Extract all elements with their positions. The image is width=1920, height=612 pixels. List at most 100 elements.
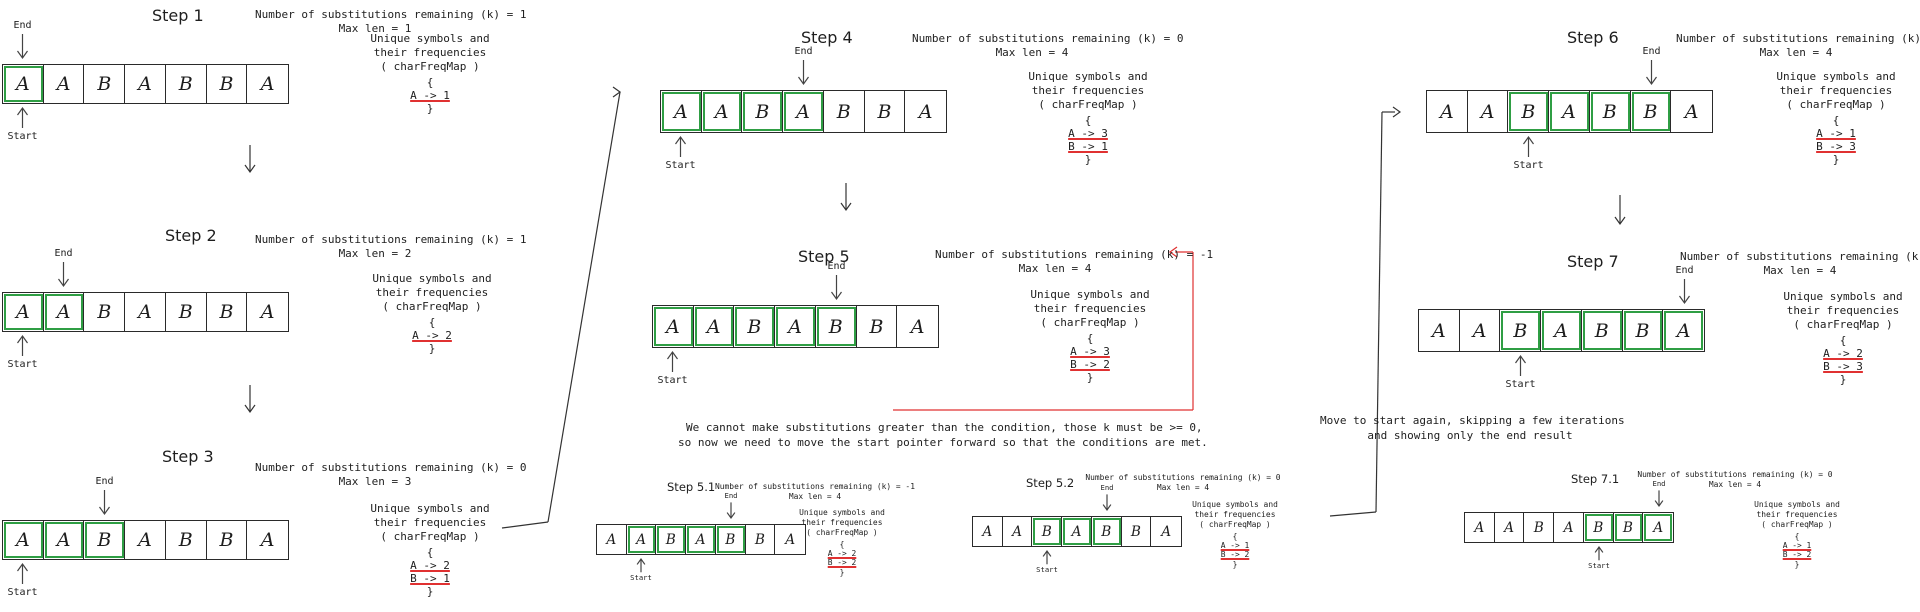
array-cell: A [1003,517,1033,546]
start-pointer-arrow-head [17,106,28,116]
step-title: Step 5.1 [667,480,716,494]
start-pointer-arrow-head [1515,354,1526,364]
array-cell: A [1554,513,1584,542]
array-cell: B [166,293,207,331]
array-cell: A [3,293,44,331]
array-cell: A [973,517,1003,546]
array-cell: B [1500,310,1542,351]
start-pointer-label: Start [1505,379,1536,390]
array-cell: B [1590,91,1631,132]
array-cell: A [1541,310,1582,351]
map-close-brace: } [1232,559,1238,569]
start-pointer-arrow-head [17,562,28,572]
substitutions-remaining-label: Number of substitutions remaining (k) = … [1085,473,1281,482]
array-cell: B [1524,513,1555,542]
start-pointer-arrow-head [17,334,28,344]
end-pointer-arrow-head [99,506,110,516]
char-freq-map-header: ( charFreqMap ) [1786,98,1886,111]
substitutions-remaining-label: Number of substitutions remaining (k) = … [1637,470,1833,479]
array-cell: A [3,65,44,103]
array-cell: A [686,525,716,554]
array-cell: A [653,306,694,347]
substitutions-remaining-label: Number of substitutions remaining (k) = … [255,461,527,474]
array-cell: A [1663,310,1704,351]
array-cell: A [918,100,933,123]
array-cell: A [597,525,627,554]
array-cell: B [1092,517,1122,546]
char-freq-map-header: their frequencies [373,516,487,529]
array-cell: A [125,293,166,331]
map-entry: B -> 2 [827,558,857,568]
array-cell: A [1161,523,1172,540]
char-freq-map-header: their frequencies [1031,84,1145,97]
array-cell: A [1468,91,1509,132]
step-title: Step 4 [801,28,853,47]
flow-arrow-2-3-head [244,404,256,414]
array-cell: A [785,531,796,548]
start-pointer-arrow-head [675,135,686,145]
map-close-brace: } [426,585,434,598]
char-freq-map-header: Unique symbols and [1776,70,1896,83]
step5-note-line2: so now we need to move the start pointer… [678,436,1208,449]
end-pointer-label: End [95,476,114,487]
char-freq-map-header: ( charFreqMap ) [1038,98,1138,111]
end-pointer-label: End [13,20,32,31]
flow-arrow-6-7-head [1614,216,1626,226]
max-len-label: Max len = 4 [1759,46,1833,59]
map-open-brace: { [428,316,436,329]
max-len-label: Max len = 1 [338,22,412,35]
map-entry: A -> 2 [1823,347,1863,360]
flow-arrow-52-6a [1329,511,1377,517]
flow-arrow-3-4-head [612,86,622,98]
substitutions-remaining-label: Number of substitutions remaining (k) = … [255,8,527,21]
end-pointer-label: End [1675,265,1694,276]
array-cell: A [1495,513,1525,542]
start-pointer-label: Start [1036,565,1058,575]
step-title: Step 3 [162,447,214,466]
start-pointer-label: Start [665,160,696,171]
char-freq-map-header: Unique symbols and [1028,70,1148,83]
start-pointer-label: Start [657,375,688,386]
array-cell: B [166,65,207,103]
array-cell: A [1684,100,1699,123]
feedback-arrow-head [1168,246,1178,258]
end-pointer-arrow-head [831,291,842,301]
start-pointer-arrow-head [636,557,646,565]
map-entry: B -> 2 [1070,358,1110,371]
max-len-label: Max len = 4 [1156,483,1210,493]
substitutions-remaining-label: Number of substitutions remaining (k) = … [935,248,1214,261]
step-title: Step 1 [152,6,204,25]
array-cell: A [1465,513,1495,542]
map-entry: A -> 1 [1782,541,1812,551]
array-cell: A [775,306,816,347]
array-cell: A [910,315,925,338]
start-pointer-arrow-head [1523,135,1534,145]
max-len-label: Max len = 4 [1763,264,1837,277]
char-freq-map-header: ( charFreqMap ) [380,530,480,543]
step7-note-line2: and showing only the end result [1367,429,1573,442]
end-pointer-arrow-head [798,76,809,86]
end-pointer-label: End [827,261,846,272]
array-cell: B [207,65,248,103]
map-entry: A -> 2 [412,329,452,342]
substitutions-remaining-label: Number of substitutions remaining (k) = … [255,233,527,246]
end-pointer-arrow-head [1679,295,1690,305]
array-cell: A [1460,310,1501,351]
start-pointer-arrow-head [1594,545,1604,553]
char-freq-map-header: their frequencies [1786,304,1900,317]
array-cell: B [742,91,784,132]
flow-arrow-52-6-head [1392,106,1402,118]
array-cell: B [1584,513,1614,542]
char-freq-map-header: Unique symbols and [1030,288,1150,301]
start-pointer-label: Start [7,131,38,142]
char-freq-map-header: Unique symbols and [1783,290,1903,303]
map-open-brace: { [1832,114,1840,127]
